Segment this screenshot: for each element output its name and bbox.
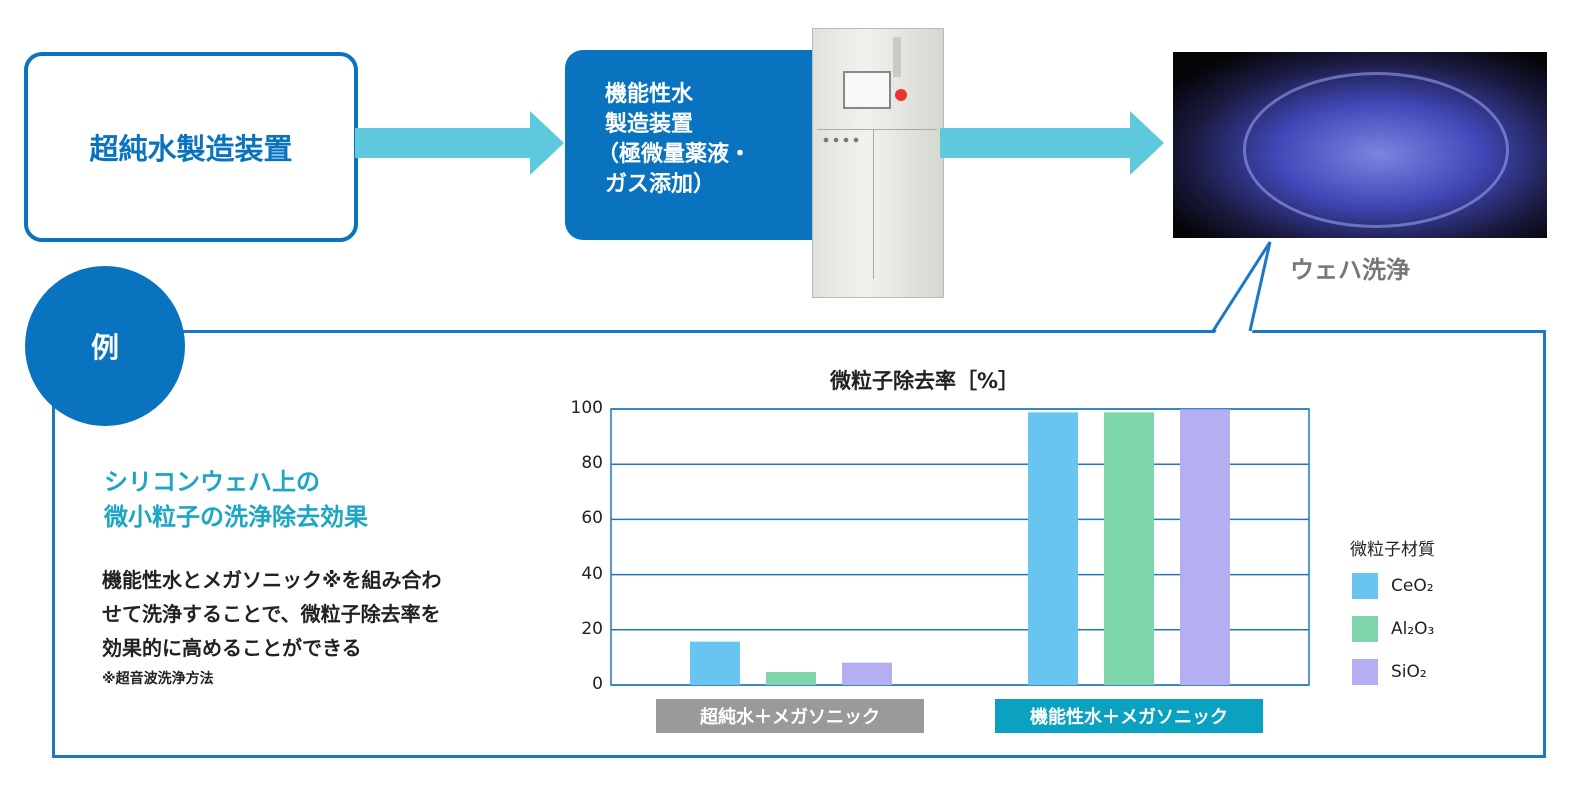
y-tick-label: 40 [581,563,603,584]
body-line: 機能性水とメガソニック※を組み合わ [102,568,442,592]
arrow-2 [940,128,1130,158]
functional-water-system-box: 機能性水 製造装置 （極微量薬液・ ガス添加） [565,50,835,240]
box2-line: 製造装置 [605,112,694,137]
heading-line: シリコンウェハ上の [104,468,320,496]
y-tick-label: 100 [570,398,603,418]
legend-label: SiO₂ [1391,662,1427,682]
arrowhead-2 [1130,111,1164,175]
chart-title: 微粒子除去率［%］ [830,369,1020,393]
bar-CeO₂-1 [1028,412,1078,685]
box2-line: （極微量薬液・ [597,142,752,167]
y-tick-label: 0 [592,674,603,694]
arrow-1 [355,128,535,158]
body-line: せて洗浄することで、微粒子除去率を [102,602,441,626]
legend-title: 微粒子材質 [1350,540,1435,560]
example-badge: 例 [25,266,185,426]
bar-Al₂O₃-1 [1104,412,1154,685]
legend-label: CeO₂ [1391,576,1434,596]
legend-item-al2o3: Al₂O₃ [1352,616,1434,642]
box2-line: 機能性水 [605,82,694,107]
example-heading: シリコンウェハ上の 微小粒子の洗浄除去効果 [104,465,368,535]
legend-swatch [1352,616,1378,642]
category-label-functional: 機能性水＋メガソニック [995,699,1263,733]
legend-label: Al₂O₃ [1391,619,1435,639]
box2-line: ガス添加） [605,172,716,197]
bar-SiO₂-1 [1180,409,1230,685]
ultrapure-water-system-box: 超純水製造装置 [24,52,358,242]
legend-item-ceo2: CeO₂ [1352,573,1434,599]
legend-item-sio2: SiO₂ [1352,659,1427,685]
legend-swatch [1352,659,1378,685]
box1-label: 超純水製造装置 [89,132,293,166]
y-tick-label: 20 [581,618,603,639]
footnote: ※超音波洗浄方法 [102,671,214,687]
example-panel [52,330,1546,758]
body-line: 効果的に高めることができる [102,636,362,660]
speech-tail [1211,241,1272,333]
legend-swatch [1352,573,1378,599]
wafer-cleaning-caption: ウェハ洗浄 [1290,256,1410,284]
wafer-cleaning-photo [1173,52,1547,238]
machine-image [812,28,944,298]
example-body: 機能性水とメガソニック※を組み合わ せて洗浄することで、微粒子除去率を 効果的に… [102,563,441,665]
example-badge-label: 例 [90,331,119,364]
bar-Al₂O₃-0 [766,672,816,685]
y-tick-label: 60 [581,508,603,529]
plot-frame [610,408,1310,686]
bar-SiO₂-0 [842,662,892,685]
y-tick-label: 80 [581,453,603,474]
arrowhead-1 [530,111,564,175]
category-label-ultrapure: 超純水＋メガソニック [656,699,924,733]
bar-CeO₂-0 [690,641,740,685]
heading-line: 微小粒子の洗浄除去効果 [104,503,368,531]
